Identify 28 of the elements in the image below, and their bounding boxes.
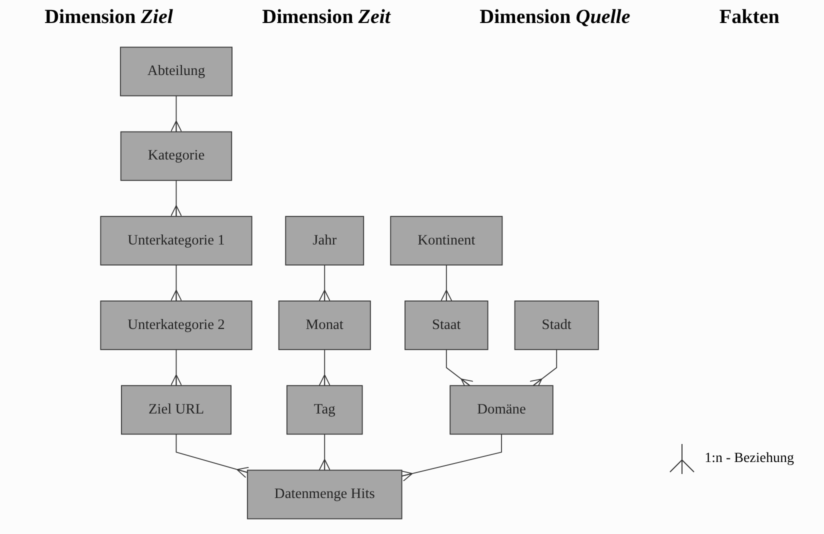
connector: [319, 434, 331, 471]
connector: [319, 349, 331, 386]
connector: [319, 264, 331, 302]
node-box: Tag: [286, 385, 364, 435]
connector: [400, 434, 502, 482]
node-box: Kontinent: [390, 216, 504, 266]
heading-label: Dimension Ziel: [44, 6, 173, 29]
node-box: Domäne: [450, 385, 554, 435]
node-box: Stadt: [514, 300, 600, 350]
connector: [170, 264, 183, 302]
node-box: Jahr: [286, 216, 365, 266]
node-box: Kategorie: [120, 131, 233, 181]
node-box: Staat: [405, 300, 489, 350]
node-box: Unterkategorie 2: [100, 300, 253, 350]
heading-label: Dimension Quelle: [480, 6, 630, 29]
node-box: Abteilung: [120, 46, 233, 96]
connector: [170, 95, 183, 132]
heading-label: Fakten: [719, 6, 780, 29]
legend-text: 1:n - Beziehung: [704, 451, 794, 467]
connector: [176, 434, 250, 478]
node-box: Ziel URL: [121, 385, 232, 435]
node-box: Datenmenge Hits: [247, 470, 403, 520]
connector: [441, 264, 453, 302]
heading-label: Dimension Zeit: [262, 6, 390, 29]
node-box: Monat: [278, 300, 372, 350]
connector: [170, 349, 183, 386]
connector: [170, 180, 183, 217]
node-box: Unterkategorie 1: [100, 216, 253, 266]
